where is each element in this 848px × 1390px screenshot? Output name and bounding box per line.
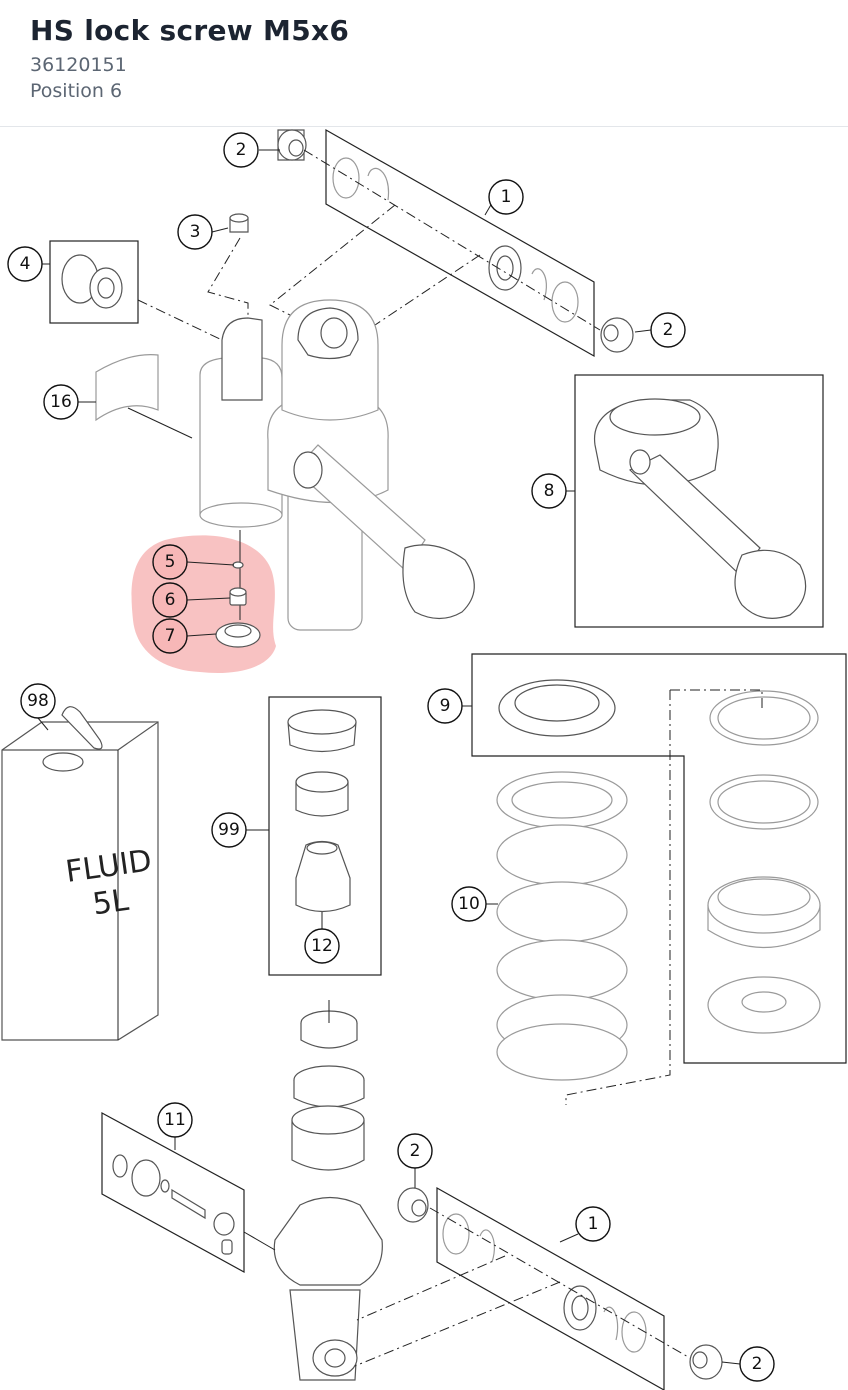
- callout-1-bottom[interactable]: 1: [575, 1206, 611, 1242]
- svg-text:1: 1: [501, 187, 512, 207]
- callout-7[interactable]: 7: [152, 618, 188, 654]
- callout-99[interactable]: 99: [211, 812, 247, 848]
- callout-11[interactable]: 11: [157, 1102, 193, 1138]
- svg-text:2: 2: [410, 1141, 421, 1161]
- callout-4[interactable]: 4: [7, 246, 43, 282]
- svg-text:5: 5: [165, 552, 176, 572]
- bottom-bearing-kit: [354, 1186, 723, 1390]
- callout-2-bottom-left[interactable]: 2: [397, 1133, 433, 1169]
- part-title: HS lock screw M5x6: [30, 14, 350, 47]
- part-header: HS lock screw M5x6 36120151 Position 6: [0, 0, 848, 127]
- callout-10[interactable]: 10: [451, 886, 487, 922]
- part-number: 36120151: [30, 54, 127, 76]
- adjuster-housing-kit: [574, 374, 824, 628]
- callout-2-bottom-right[interactable]: 2: [739, 1346, 775, 1382]
- lock-screw-assembly: [215, 530, 261, 648]
- callout-12[interactable]: 12: [304, 928, 340, 964]
- spring-seat-kit: [471, 653, 847, 1105]
- svg-text:8: 8: [544, 481, 555, 501]
- svg-text:99: 99: [218, 820, 240, 840]
- svg-text:7: 7: [165, 626, 176, 646]
- svg-text:2: 2: [752, 1354, 763, 1374]
- callout-9[interactable]: 9: [427, 688, 463, 724]
- compression-adjuster-kit: [49, 240, 223, 341]
- svg-text:11: 11: [164, 1110, 186, 1130]
- callout-1-top[interactable]: 1: [488, 179, 524, 215]
- exploded-parts-diagram: FLUID 5L: [1, 128, 847, 1390]
- svg-text:10: 10: [458, 894, 480, 914]
- callout-2-top-left[interactable]: 2: [223, 132, 259, 168]
- reservoir-cap-part: [207, 213, 249, 318]
- svg-text:6: 6: [165, 590, 176, 610]
- fluid-canister: FLUID 5L: [1, 706, 159, 1041]
- svg-text:3: 3: [190, 222, 201, 242]
- shock-absorber-body: [199, 299, 475, 631]
- rebound-adjuster-kit: [101, 1111, 276, 1274]
- callout-leaders: [37, 149, 741, 1365]
- svg-text:1: 1: [588, 1214, 599, 1234]
- coil-spring: [496, 771, 628, 1081]
- callout-6[interactable]: 6: [152, 582, 188, 618]
- svg-text:2: 2: [236, 140, 247, 160]
- callout-5[interactable]: 5: [152, 544, 188, 580]
- canister-label-volume: 5L: [91, 883, 132, 923]
- svg-text:4: 4: [20, 254, 31, 274]
- seal-kit: [268, 696, 382, 976]
- callout-16[interactable]: 16: [43, 384, 79, 420]
- part-position: Position 6: [30, 80, 123, 102]
- piston-assembly: [273, 1000, 383, 1381]
- callout-3[interactable]: 3: [177, 214, 213, 250]
- callout-8[interactable]: 8: [531, 473, 567, 509]
- svg-text:2: 2: [663, 320, 674, 340]
- svg-text:9: 9: [440, 696, 451, 716]
- reservoir-label-part: [95, 354, 193, 439]
- svg-text:98: 98: [27, 691, 49, 711]
- callout-2-top-right[interactable]: 2: [650, 312, 686, 348]
- top-bearing-kit: [269, 128, 634, 358]
- callout-98[interactable]: 98: [20, 683, 56, 719]
- svg-text:16: 16: [50, 392, 72, 412]
- svg-text:12: 12: [311, 936, 333, 956]
